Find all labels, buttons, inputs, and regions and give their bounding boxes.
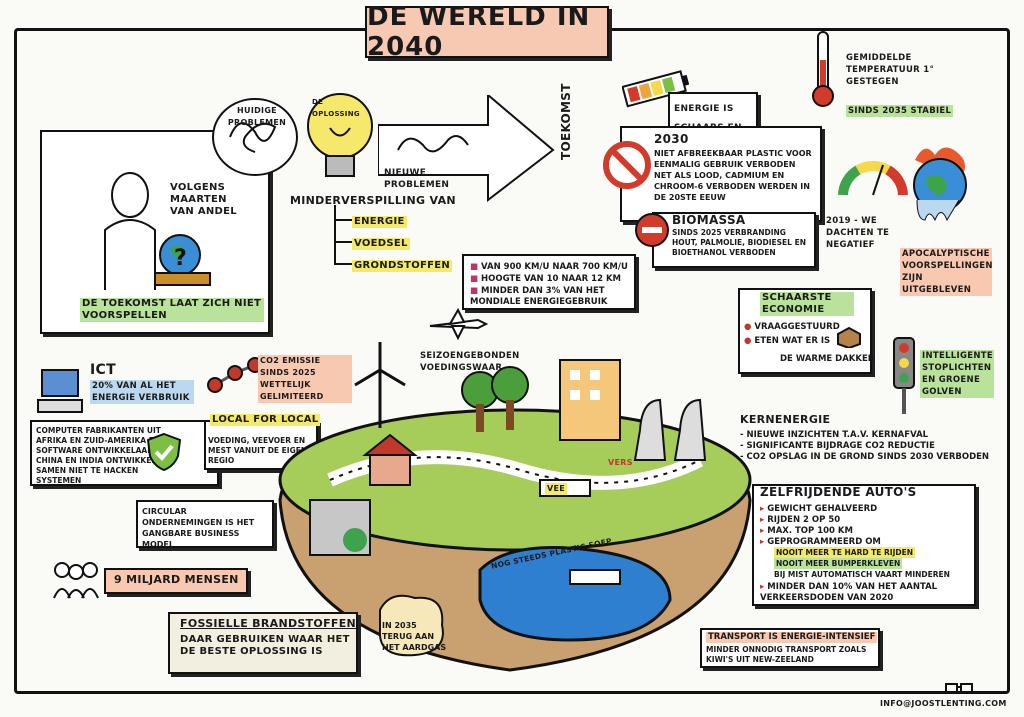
footer-email: INFO@JOOSTLENTING.COM (880, 699, 1007, 708)
molecule-icon (207, 357, 263, 393)
seizoen-text: SEIZOENGEBONDEN VOEDINGSWAAR (420, 351, 520, 373)
kernenergie-title: KERNENERGIE (740, 413, 831, 426)
fossiel-text: DAAR GEBRUIKEN WAAR HET DE BESTE OPLOSSI… (180, 634, 350, 657)
co2-text: CO2 EMISSIE SINDS 2025 WETTELIJK GELIMIT… (258, 355, 352, 403)
circular-text: CIRCULAR ONDERNEMINGEN IS HET GANGBARE B… (142, 507, 255, 549)
schaarste-item-1: VRAAGGESTUURD (744, 322, 839, 333)
shield-icon (146, 432, 182, 472)
minder-item-grondstoffen: GRONDSTOFFEN (352, 260, 453, 272)
kernenergie-item-1: NIEUWE INZICHTEN T.A.V. KERNAFVAL (740, 430, 929, 441)
fossiel-box: FOSSIELLE BRANDSTOFFEN DAAR GEBRUIKEN WA… (168, 612, 358, 674)
temperatuur-sinds: SINDS 2035 STABIEL (846, 105, 954, 117)
airplane-icon (429, 307, 488, 341)
minder-item-energie: ENERGIE (352, 216, 407, 228)
autos-sub-3: BIJ MIST AUTOMATISCH VAART MINDEREN (774, 570, 950, 579)
aardgas-text: IN 2035 TERUG AAN HET AARDGAS (382, 621, 447, 652)
flight-item-3: MINDER DAN 3% VAN HET MONDIALE ENERGIEGE… (470, 286, 630, 308)
autos-sub-1: NOOIT MEER TE HARD TE RIJDEN (774, 547, 916, 558)
autos-sub-2: NOOIT MEER BUMPERKLEVEN (774, 558, 903, 569)
fossiel-title: FOSSIELLE BRANDSTOFFEN (180, 617, 357, 630)
biomassa-text: SINDS 2025 VERBRANDING HOUT, PALMOLIE, B… (672, 228, 806, 257)
box-2030 (620, 126, 822, 222)
schaarste-item-2: ETEN WAT ER IS (744, 336, 830, 347)
minder-verspilling-title: MINDERVERSPILLING VAN (290, 194, 456, 207)
stoplichten-text: INTELLIGENTE STOPLICHTEN EN GROENE GOLVE… (920, 350, 994, 398)
minder-branch-lines (334, 205, 352, 265)
autos-title: ZELFRIJDENDE AUTO'S (760, 485, 917, 499)
svg-text:?: ? (174, 246, 187, 271)
autos-item-2: RIJDEN 2 OP 50 (760, 515, 840, 526)
page-title: DE WERELD IN 2040 (365, 2, 609, 62)
vee-label: VEE (545, 483, 568, 495)
flight-box: VAN 900 KM/U NAAR 700 KM/U HOOGTE VAN 10… (462, 254, 636, 310)
transport-title: TRANSPORT IS ENERGIE-INTENSIEF (706, 632, 878, 643)
autos-item-4: GEPROGRAMMEERD OM (760, 537, 881, 548)
box-2030-text: NIET AFBREEKBAAR PLASTIC VOOR EENMALIG G… (654, 149, 812, 202)
burning-globe-icon (913, 147, 967, 222)
wind-turbine-icon (354, 342, 406, 428)
circular-box: CIRCULAR ONDERNEMINGEN IS HET GANGBARE B… (136, 500, 274, 549)
traffic-light-icon (893, 337, 915, 414)
box-icon (837, 326, 861, 348)
forbidden-icon (603, 141, 651, 189)
lightbulb-icon (307, 93, 373, 177)
oplossing-label: DE OPLOSSING (312, 98, 360, 118)
local-text: VOEDING, VEEVOER EN MEST VANUIT DE EIGEN… (208, 436, 308, 465)
kernenergie-item-3: CO2 OPSLAG IN DE GROND SINDS 2030 VERBOD… (740, 452, 990, 463)
nieuwe-problemen-label: NIEUWE PROBLEMEN (384, 168, 450, 190)
mensen-box: 9 MILJARD MENSEN (104, 568, 248, 594)
schaarste-title: SCHAARSTE ECONOMIE (760, 292, 854, 316)
huidige-problemen-label: HUIDIGE PROBLEMEN (227, 106, 287, 127)
computer-icon (37, 369, 83, 413)
people-icon (53, 562, 99, 599)
schaarste-dakker: DE WARME DAKKER (780, 354, 875, 364)
prediction-statement: DE TOEKOMST LAAT ZICH NIET VOORSPELLEN (80, 298, 264, 322)
transport-box: TRANSPORT IS ENERGIE-INTENSIEF MINDER ON… (700, 628, 880, 668)
biomassa-box (652, 212, 816, 268)
autos-item-1: GEWICHT GEHALVEERD (760, 504, 877, 515)
ict-computer-text: COMPUTER FABRIKANTEN UIT AFRIKA EN ZUID-… (36, 426, 176, 485)
fortune-teller-illustration: ? (104, 172, 211, 290)
transport-text: MINDER ONNODIG TRANSPORT ZOALS KIWI'S UI… (706, 645, 867, 664)
local-title: LOCAL FOR LOCAL (210, 414, 321, 426)
autos-last: MINDER DAN 10% VAN HET AANTAL VERKEERSDO… (760, 582, 970, 604)
gauge-caption: 2019 - WE DACHTEN TE NEGATIEF (826, 216, 890, 250)
toekomst-label: TOEKOMST (559, 83, 573, 160)
ict-computer-box: COMPUTER FABRIKANTEN UIT AFRIKA EN ZUID-… (30, 420, 219, 486)
temperatuur-text: GEMIDDELDE TEMPERATUUR 1° GESTEGEN (846, 53, 935, 87)
future-arrow (378, 95, 555, 203)
biomassa-title: BIOMASSA (672, 213, 746, 227)
battery-icon (622, 70, 690, 108)
mensen-text: 9 MILJARD MENSEN (114, 573, 239, 586)
ict-title: ICT (90, 362, 116, 378)
thermometer-icon (812, 31, 834, 107)
apocalyptisch-text: APOCALYPTISCHE VOORSPELLINGEN ZIJN UITGE… (900, 248, 993, 296)
prediction-author: VOLGENS MAARTEN VAN ANDEL (170, 182, 237, 217)
gauge-icon (838, 161, 908, 196)
flight-item-2: HOOGTE VAN 10 NAAR 12 KM (470, 274, 621, 285)
minder-item-voedsel: VOEDSEL (352, 238, 410, 250)
flight-item-1: VAN 900 KM/U NAAR 700 KM/U (470, 262, 628, 273)
problems-cloud (212, 98, 298, 176)
no-entry-icon (635, 213, 669, 247)
kernenergie-item-2: SIGNIFICANTE BIJDRAGE CO2 REDUCTIE (740, 441, 935, 452)
gas-bubble (378, 594, 444, 657)
vers-label: VERS (608, 458, 633, 467)
box-2030-title: 2030 (654, 132, 689, 146)
ict-text: 20% VAN AL HET ENERGIE VERBRUIK (90, 380, 194, 404)
glasses-icon (945, 683, 973, 694)
autos-item-3: MAX. TOP 100 KM (760, 526, 853, 537)
